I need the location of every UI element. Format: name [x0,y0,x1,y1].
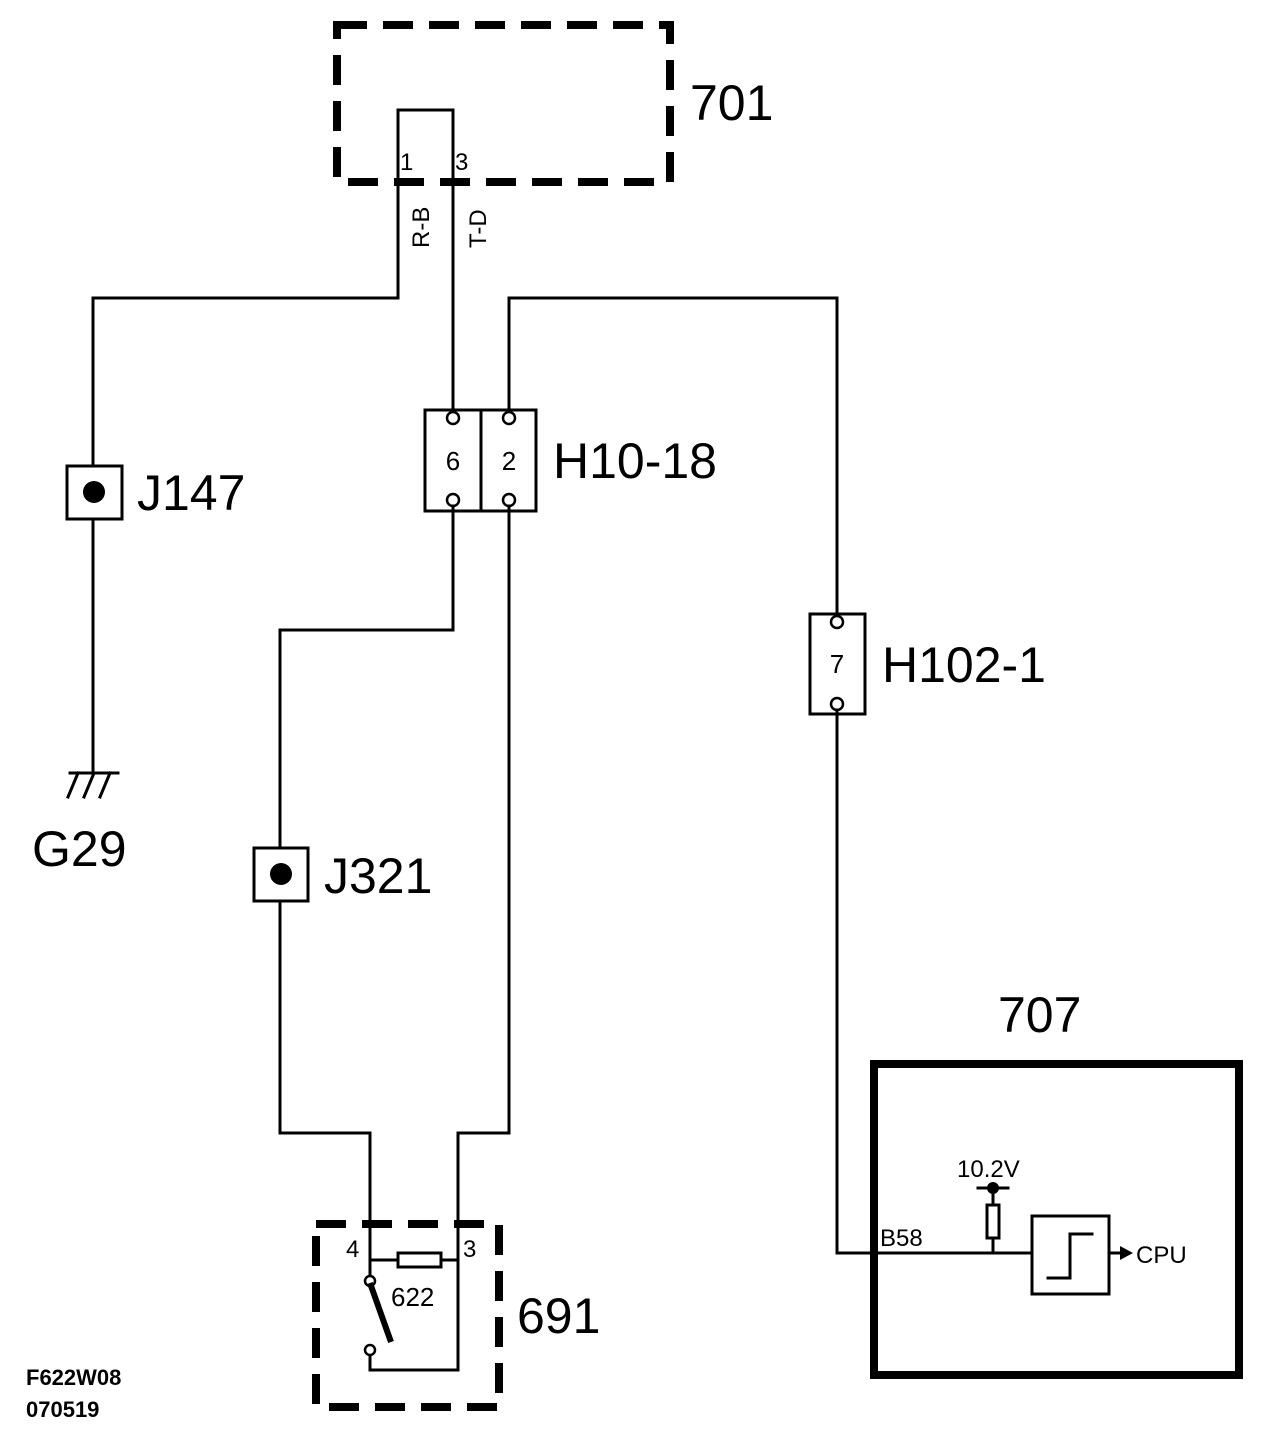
connector-h10-18-label: H10-18 [553,433,717,489]
connector-h10-18-pin-6-label: 6 [446,446,460,476]
component-691-switch-blade [367,1281,394,1344]
connector-h102-1-label: H102-1 [882,637,1046,693]
component-701-pin-1: 1 [400,149,413,176]
connector-h10-18-pin-6-top [445,410,461,426]
connector-h10-18: 6 2 H10-18 [423,408,717,513]
connector-h10-18-pin-2-top [501,410,517,426]
component-691-pin-3: 3 [463,1236,476,1263]
wire-h10-to-j321 [278,504,455,850]
component-691-resistor [396,1251,443,1269]
wire-j321-to-691 [278,899,372,1282]
wire-h10-to-h102 [507,296,839,618]
footer: F622W08 070519 [26,1365,121,1422]
component-707-output-arrow [1120,1246,1133,1260]
connector-h102-1-pin-top [829,614,845,630]
wire-r-b-path [91,108,455,468]
wire-t-d-label: T-D [465,209,492,248]
splice-j147-label: J147 [137,465,245,521]
ground-g29-label: G29 [32,821,127,877]
wire-r-b-label: R-B [408,207,435,248]
splice-j321-dot [270,863,292,885]
component-691-pin-4: 4 [346,1236,359,1263]
splice-j321-label: J321 [324,848,432,904]
wire-r-b: R-B [91,108,455,468]
wire-t-d: T-D [451,108,492,414]
component-691-label: 691 [517,1288,600,1344]
splice-j147-dot [83,481,105,503]
component-707-pullup-resistor [985,1203,1001,1240]
component-691-switch-label: 622 [391,1282,434,1312]
component-707: 707 B58 10.2V CPU [870,987,1243,1379]
footer-code: F622W08 [26,1365,121,1390]
splice-j321: J321 [252,846,432,904]
component-707-output-label: CPU [1136,1242,1187,1269]
ground-hatch-2 [82,771,96,799]
connector-h10-18-pin-2-label: 2 [502,446,516,476]
footer-date: 070519 [26,1397,99,1422]
connector-h10-18-pin-2-bottom [501,492,517,508]
component-701: 701 1 3 [333,21,773,186]
ground-g29: G29 [32,771,127,877]
component-691-switch-contact [363,1343,377,1357]
component-707-voltage-label: 10.2V [957,1156,1020,1183]
component-701-label: 701 [690,75,773,131]
splice-j147: J147 [65,464,245,521]
component-707-schmitt-symbol [1046,1232,1094,1280]
connector-h102-1: 7 H102-1 [808,612,1046,716]
component-701-pin-3: 3 [455,149,468,176]
component-707-input-label: B58 [880,1225,923,1252]
ground-hatch-1 [66,771,80,799]
wire-h102-to-707 [835,708,1034,1255]
wire-h10-to-691 [368,504,511,1372]
component-707-label: 707 [998,987,1081,1043]
connector-h10-18-pin-6-bottom [445,492,461,508]
component-691: 4 3 622 691 [312,1220,600,1411]
connector-h102-1-pin-bottom [829,696,845,712]
connector-h102-1-pin-label: 7 [830,649,844,679]
component-707-box [870,1060,1243,1379]
component-701-box [333,21,674,186]
ground-hatch-3 [98,771,112,799]
